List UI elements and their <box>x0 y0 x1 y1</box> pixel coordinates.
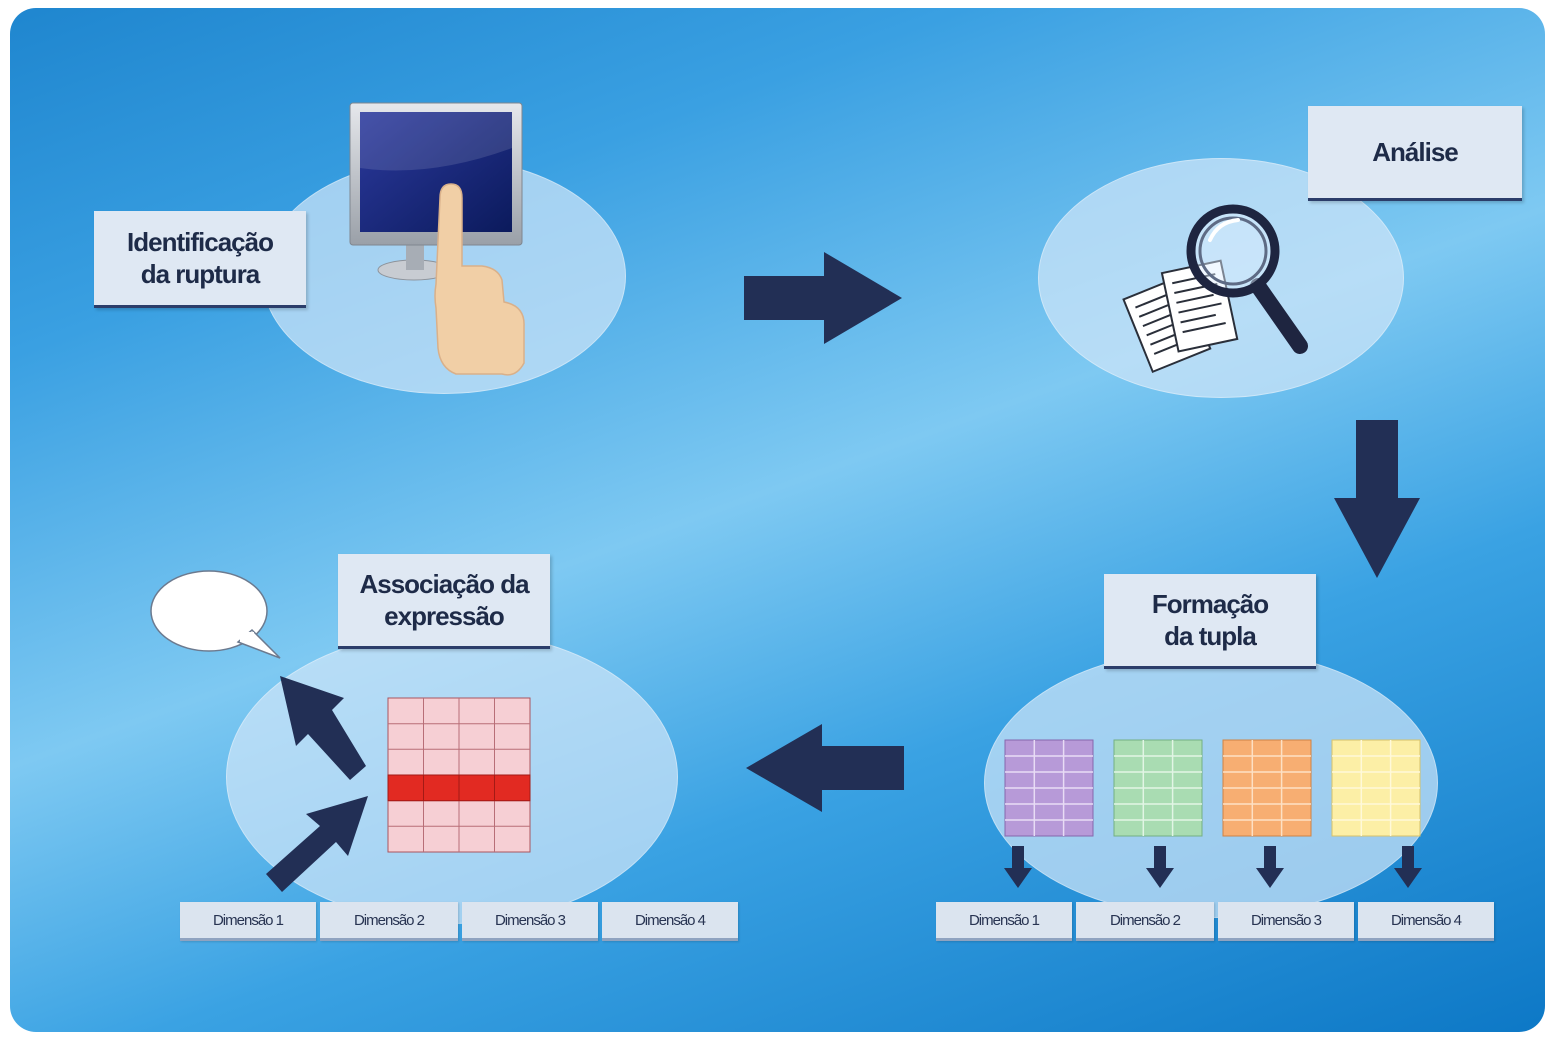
arrow-down-icon <box>1334 420 1420 578</box>
small-arrow-down-icon-4 <box>1394 846 1422 888</box>
small-arrow-down-icon-2 <box>1146 846 1174 888</box>
diagram-panel: Identificação da ruptura Análise Formaçã… <box>10 8 1545 1032</box>
label-identify: Identificação da ruptura <box>94 211 306 308</box>
illustrations <box>150 102 1422 892</box>
dimension-right-4: Dimensão 4 <box>1358 902 1494 941</box>
diagonal-arrow-up-icon <box>280 676 366 780</box>
magnifier-documents-icon <box>1122 204 1308 374</box>
dimension-right-1: Dimensão 1 <box>936 902 1072 941</box>
cube-green <box>1113 739 1203 837</box>
cube-yellow <box>1331 739 1421 837</box>
label-tuple: Formação da tupla <box>1104 574 1316 669</box>
small-arrow-down-icon-3 <box>1256 846 1284 888</box>
monitor-hand-icon <box>349 102 525 376</box>
dimensions-left: Dimensão 1 Dimensão 2 Dimensão 3 Dimensã… <box>180 902 738 941</box>
small-arrow-down-icon-1 <box>1004 846 1032 888</box>
speech-bubble-icon <box>150 570 281 659</box>
dimension-left-2: Dimensão 2 <box>320 902 458 941</box>
arrow-right-icon <box>744 252 902 344</box>
dimension-left-1: Dimensão 1 <box>180 902 316 941</box>
dimension-left-4: Dimensão 4 <box>602 902 738 941</box>
label-analysis: Análise <box>1308 106 1522 201</box>
cube-orange <box>1222 739 1312 837</box>
cube-purple <box>1004 739 1094 837</box>
arrow-left-icon <box>746 724 904 812</box>
association-grid <box>387 697 531 853</box>
dimension-left-3: Dimensão 3 <box>462 902 598 941</box>
label-association: Associação da expressão <box>338 554 550 649</box>
dimensions-right: Dimensão 1 Dimensão 2 Dimensão 3 Dimensã… <box>936 902 1494 941</box>
diagonal-arrow-grid-icon <box>266 796 368 892</box>
dimension-right-3: Dimensão 3 <box>1218 902 1354 941</box>
dimension-right-2: Dimensão 2 <box>1076 902 1214 941</box>
